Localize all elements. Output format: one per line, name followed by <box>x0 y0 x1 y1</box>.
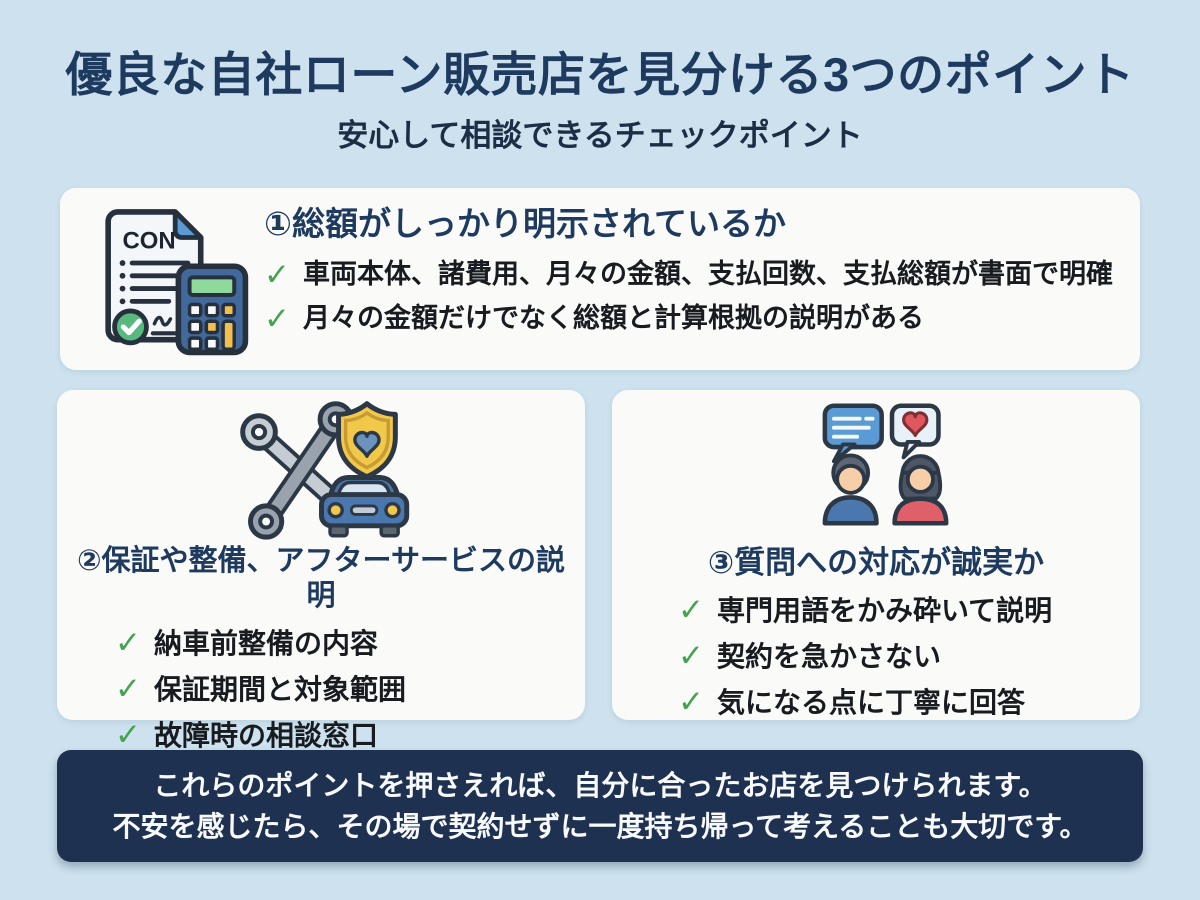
heart-bubble-icon <box>889 403 941 460</box>
check-item: ✓ 納車前整備の内容 <box>115 626 569 661</box>
man-icon <box>822 453 879 526</box>
check-item-text: 契約を急かさない <box>716 641 941 673</box>
chat-people-icon <box>612 390 1140 540</box>
check-item: ✓ 契約を急かさない <box>678 639 1124 674</box>
check-icon: ✓ <box>264 256 290 292</box>
card-honest-response: ③質問への対応が誠実か ✓ 専門用語をかみ砕いて説明 ✓ 契約を急かさない ✓ … <box>612 390 1140 720</box>
card-1-heading: ①総額がしっかり明示されているか <box>264 205 786 242</box>
check-icon: ✓ <box>678 638 704 674</box>
check-icon: ✓ <box>264 301 290 337</box>
check-icon: ✓ <box>115 716 141 752</box>
shield-heart-icon <box>335 401 398 480</box>
check-item-text: 専門用語をかみ砕いて説明 <box>716 595 1053 627</box>
page-title: 優良な自社ローン販売店を見分ける3つのポイント <box>65 48 1135 101</box>
card-1-content: ①総額がしっかり明示されているか ✓ 車両本体、諸費用、月々の金額、支払回数、支… <box>264 204 1126 336</box>
check-icon: ✓ <box>678 592 704 628</box>
page-subtitle: 安心して相談できるチェックポイント <box>337 118 863 153</box>
card-warranty-service: ②保証や整備、アフターサービスの説明 ✓ 納車前整備の内容 ✓ 保証期間と対象範… <box>57 390 585 751</box>
check-icon: ✓ <box>678 684 704 720</box>
footer-note: これらのポイントを押さえれば、自分に合ったお店を見つけられます。 不安を感じたら… <box>57 750 1143 862</box>
card-2-list: ✓ 納車前整備の内容 ✓ 保証期間と対象範囲 ✓ 故障時の相談窓口 <box>115 626 569 753</box>
card-2-heading: ②保証や整備、アフターサービスの説明 <box>77 545 565 612</box>
check-item: ✓ 専門用語をかみ砕いて説明 <box>678 593 1124 628</box>
check-item-text: 故障時の相談窓口 <box>153 719 378 751</box>
check-item-text: 車両本体、諸費用、月々の金額、支払回数、支払総額が書面で明確 <box>302 258 1113 289</box>
car-icon <box>318 475 409 538</box>
check-item: ✓ 車両本体、諸費用、月々の金額、支払回数、支払総額が書面で明確 <box>264 258 1126 292</box>
tools-shield-car-icon <box>57 390 585 540</box>
footer-line-2: 不安を感じたら、その場で契約せずに一度持ち帰って考えることも大切です。 <box>112 810 1088 842</box>
speech-bubble-icon <box>822 403 884 464</box>
wrench-icon <box>247 401 354 540</box>
contract-calculator-icon: CON <box>88 196 256 362</box>
check-icon: ✓ <box>115 670 141 706</box>
document-label: CON <box>123 228 176 255</box>
card-total-disclosure: CON <box>60 188 1140 370</box>
card-3-heading: ③質問への対応が誠実か <box>707 545 1045 580</box>
check-item: ✓ 保証期間と対象範囲 <box>115 672 569 707</box>
check-item-text: 月々の金額だけでなく総額と計算根拠の説明がある <box>302 303 924 334</box>
calculator-icon <box>175 263 249 356</box>
check-item: ✓ 故障時の相談窓口 <box>115 718 569 753</box>
check-icon: ✓ <box>115 624 141 660</box>
woman-icon <box>891 454 948 526</box>
check-item: ✓ 月々の金額だけでなく総額と計算根拠の説明がある <box>264 302 1126 336</box>
contract-document-icon: CON <box>105 209 204 346</box>
check-item-text: 納車前整備の内容 <box>153 627 378 659</box>
check-item-text: 気になる点に丁寧に回答 <box>716 687 1025 719</box>
check-item: ✓ 気になる点に丁寧に回答 <box>678 685 1124 720</box>
check-item-text: 保証期間と対象範囲 <box>153 673 406 705</box>
approved-check-seal-icon <box>112 308 149 346</box>
footer-line-1: これらのポイントを押さえれば、自分に合ったお店を見つけられます。 <box>153 769 1047 801</box>
card-3-list: ✓ 専門用語をかみ砕いて説明 ✓ 契約を急かさない ✓ 気になる点に丁寧に回答 <box>678 593 1124 720</box>
